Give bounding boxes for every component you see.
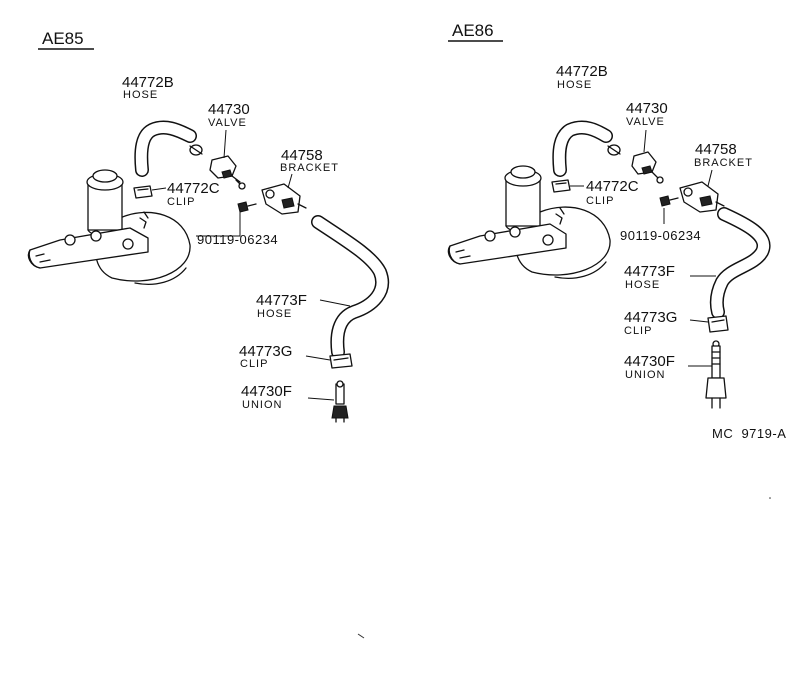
ae86-hose-44772b-drawing: [552, 120, 621, 177]
ae85-clip-44773g-drawing: [305, 353, 353, 369]
ae85-valve-44730-drawing: [209, 129, 246, 190]
ae85-hose-44772b-drawing: [134, 120, 203, 177]
ae86-hose-f-number: 44773F: [624, 263, 675, 280]
ae86-valve-name: VALVE: [626, 116, 665, 128]
ae86-clip-44772c-drawing: [551, 179, 584, 193]
ae85-hose-f-number: 44773F: [256, 292, 307, 309]
ae85-bracket-number: 44758: [281, 147, 323, 164]
ae85-clip-c-number: 44772C: [167, 180, 220, 197]
ae86-bracket-number: 44758: [695, 141, 737, 158]
ae85-hose-b-name: HOSE: [123, 89, 158, 101]
ae85-hose-44773f-drawing: [311, 215, 389, 359]
ae85-diagram: AE85: [27, 29, 389, 423]
ae85-bracket-44758-drawing: [261, 173, 307, 215]
figure-code: MC 9719-A: [712, 426, 786, 441]
ae85-title: AE85: [42, 29, 84, 48]
ae86-brake-booster-drawing: [447, 165, 611, 279]
ae85-bracket-name: BRACKET: [280, 162, 339, 174]
ae86-bracket-44758-drawing: [679, 169, 725, 213]
ae86-hose-44773f-drawing: [690, 207, 771, 319]
ae86-diagram: AE86: [447, 21, 771, 409]
ae86-union-44730f-drawing: [688, 340, 727, 409]
ae85-clip-g-name: CLIP: [240, 358, 268, 370]
stray-mark: [357, 633, 365, 639]
ae86-bolt-number: 90119-06234: [620, 228, 701, 243]
ae86-bracket-name: BRACKET: [694, 157, 753, 169]
stray-dot: [769, 497, 771, 499]
ae86-hose-f-name: HOSE: [625, 279, 660, 291]
ae86-hose-b-number: 44772B: [556, 63, 608, 80]
ae86-clip-c-name: CLIP: [586, 195, 614, 207]
ae86-clip-g-name: CLIP: [624, 325, 652, 337]
ae86-union-number: 44730F: [624, 353, 675, 370]
ae86-valve-number: 44730: [626, 100, 668, 117]
ae85-valve-number: 44730: [208, 101, 250, 118]
ae86-union-name: UNION: [625, 369, 665, 381]
ae86-clip-g-number: 44773G: [624, 309, 677, 326]
ae85-clip-c-name: CLIP: [167, 196, 195, 208]
ae85-union-number: 44730F: [241, 383, 292, 400]
ae85-hose-f-name: HOSE: [257, 308, 292, 320]
ae85-union-name: UNION: [242, 399, 282, 411]
ae85-brake-booster-drawing: [27, 169, 191, 285]
ae85-valve-name: VALVE: [208, 117, 247, 129]
ae86-bolt-90119-drawing: [659, 195, 679, 224]
ae85-bolt-90119-drawing: [196, 201, 257, 237]
ae85-clip-g-number: 44773G: [239, 343, 292, 360]
ae86-clip-44773g-drawing: [689, 315, 729, 333]
ae86-hose-b-name: HOSE: [557, 79, 592, 91]
ae85-hose-b-number: 44772B: [122, 74, 174, 91]
ae86-valve-44730-drawing: [631, 129, 664, 184]
ae86-clip-c-number: 44772C: [586, 178, 639, 195]
ae86-title: AE86: [452, 21, 494, 40]
ae85-bolt-number: 90119-06234: [197, 232, 278, 247]
ae85-clip-44772c-drawing: [133, 185, 167, 199]
ae85-union-44730f-drawing: [307, 380, 349, 423]
